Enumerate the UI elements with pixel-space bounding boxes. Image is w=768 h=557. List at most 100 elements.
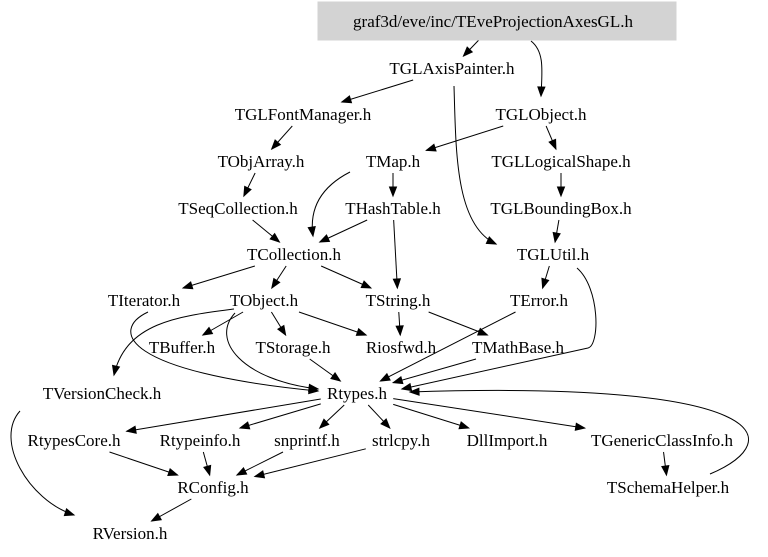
- root-node-box: [317, 1, 677, 41]
- arrowhead: [391, 375, 404, 385]
- node-label: TGLBoundingBox.h: [490, 199, 632, 218]
- arrowhead: [318, 234, 331, 243]
- node-label: TBuffer.h: [149, 338, 216, 357]
- node-label: graf3d/eve/inc/TEveProjectionAxesGL.h: [353, 12, 633, 31]
- arrowhead: [271, 277, 281, 290]
- arrowhead: [235, 466, 248, 476]
- node-label: Riosfwd.h: [366, 338, 437, 357]
- edge-tglobject-to-tmap: [426, 125, 504, 151]
- arrowhead: [308, 383, 320, 393]
- arrowhead: [270, 139, 282, 151]
- node-tseqcollection: TSeqCollection.h: [178, 199, 298, 218]
- edge-tobject-to-rtypes: [226, 312, 319, 390]
- arrowhead: [253, 470, 266, 479]
- arrowhead: [318, 418, 330, 429]
- node-label: TGLFontManager.h: [235, 105, 372, 124]
- node-label: Rtypeinfo.h: [160, 431, 241, 450]
- node-tglboundingbox: TGLBoundingBox.h: [490, 199, 632, 218]
- node-riosfwd: Riosfwd.h: [366, 338, 437, 357]
- arrowhead: [379, 372, 391, 382]
- edge-tmathbase-to-rtypes: [393, 358, 477, 384]
- edge-tglaxispainter-to-tglfontmanager: [341, 79, 414, 103]
- arrowhead: [307, 225, 316, 238]
- node-dllimport: DllImport.h: [467, 431, 548, 450]
- node-rtypes: Rtypes.h: [327, 384, 387, 403]
- node-label: snprintf.h: [274, 431, 340, 450]
- arrowhead: [380, 418, 391, 430]
- node-tmap: TMap.h: [366, 152, 421, 171]
- arrowhead: [238, 421, 251, 430]
- node-label: TGLUtil.h: [517, 245, 590, 264]
- arrowhead: [574, 422, 587, 431]
- arrowhead: [125, 425, 137, 434]
- node-label: TMathBase.h: [472, 338, 565, 357]
- node-label: TObjArray.h: [218, 152, 305, 171]
- node-strlcpy: strlcpy.h: [372, 431, 430, 450]
- node-label: TStorage.h: [255, 338, 331, 357]
- arrowhead: [340, 95, 353, 104]
- node-label: TVersionCheck.h: [43, 384, 162, 403]
- node-terror: TError.h: [510, 291, 569, 310]
- edge-tglaxispainter-to-tglutil: [453, 85, 497, 245]
- arrowhead: [63, 508, 76, 517]
- arrowhead: [556, 186, 566, 198]
- node-tglaxispainter: TGLAxisPainter.h: [389, 59, 515, 78]
- node-rtypeinfo: Rtypeinfo.h: [160, 431, 241, 450]
- edge-terror-to-rtypes: [380, 311, 516, 382]
- node-thashtable: THashTable.h: [345, 199, 441, 218]
- node-label: RConfig.h: [177, 478, 249, 497]
- arrowhead: [458, 421, 471, 430]
- arrowhead: [277, 324, 287, 337]
- nodes-layer: graf3d/eve/inc/TEveProjectionAxesGL.hTGL…: [27, 1, 734, 543]
- arrowhead: [201, 326, 214, 336]
- edges-layer: [10, 39, 749, 522]
- node-root: graf3d/eve/inc/TEveProjectionAxesGL.h: [317, 1, 677, 41]
- node-tglobject: TGLObject.h: [495, 105, 587, 124]
- node-label: TObject.h: [230, 291, 299, 310]
- arrowhead: [330, 372, 342, 382]
- arrowhead: [485, 236, 498, 245]
- node-snprintf: snprintf.h: [274, 431, 340, 450]
- node-label: RVersion.h: [93, 524, 168, 543]
- node-tversioncheck: TVersionCheck.h: [43, 384, 162, 403]
- node-label: TGLAxisPainter.h: [389, 59, 515, 78]
- arrowhead: [462, 46, 474, 57]
- node-tobjarray: TObjArray.h: [218, 152, 305, 171]
- arrowhead: [552, 231, 561, 244]
- node-tschemahelper: TSchemaHelper.h: [607, 478, 730, 497]
- node-label: TSchemaHelper.h: [607, 478, 730, 497]
- node-label: TGLObject.h: [495, 105, 587, 124]
- node-label: TSeqCollection.h: [178, 199, 298, 218]
- node-tglutil: TGLUtil.h: [517, 245, 590, 264]
- arrowhead: [181, 281, 194, 290]
- node-tobject: TObject.h: [230, 291, 299, 310]
- node-label: TIterator.h: [108, 291, 181, 310]
- edge-tversioncheck-to-rversion: [10, 410, 75, 516]
- edge-tschemahelper-to-rtypes: [409, 389, 749, 475]
- arrowhead: [392, 278, 402, 290]
- arrowhead: [243, 185, 252, 198]
- edge-thashtable-to-tstring: [393, 219, 398, 289]
- node-rconfig: RConfig.h: [177, 478, 249, 497]
- arrowhead: [400, 382, 413, 392]
- node-titerator: TIterator.h: [108, 291, 181, 310]
- node-tmathbase: TMathBase.h: [472, 338, 565, 357]
- edge-rtypes-to-tgenericclassinfo: [393, 398, 585, 429]
- node-rtypescore: RtypesCore.h: [27, 431, 121, 450]
- edge-tglutil-to-rtypes: [401, 267, 597, 390]
- edge-tobject-to-riosfwd: [298, 311, 367, 336]
- node-label: DllImport.h: [467, 431, 548, 450]
- edge-strlcpy-to-rconfig: [254, 448, 366, 478]
- arrowhead: [408, 387, 420, 396]
- node-label: TGenericClassInfo.h: [591, 431, 734, 450]
- node-rversion: RVersion.h: [93, 524, 168, 543]
- arrowhead: [425, 143, 437, 152]
- arrowhead: [269, 232, 281, 243]
- node-tgllogicalshape: TGLLogicalShape.h: [491, 152, 631, 171]
- node-label: THashTable.h: [345, 199, 441, 218]
- edge-rtypes-to-dllimport: [393, 403, 469, 429]
- node-label: TString.h: [366, 291, 431, 310]
- node-label: RtypesCore.h: [27, 431, 121, 450]
